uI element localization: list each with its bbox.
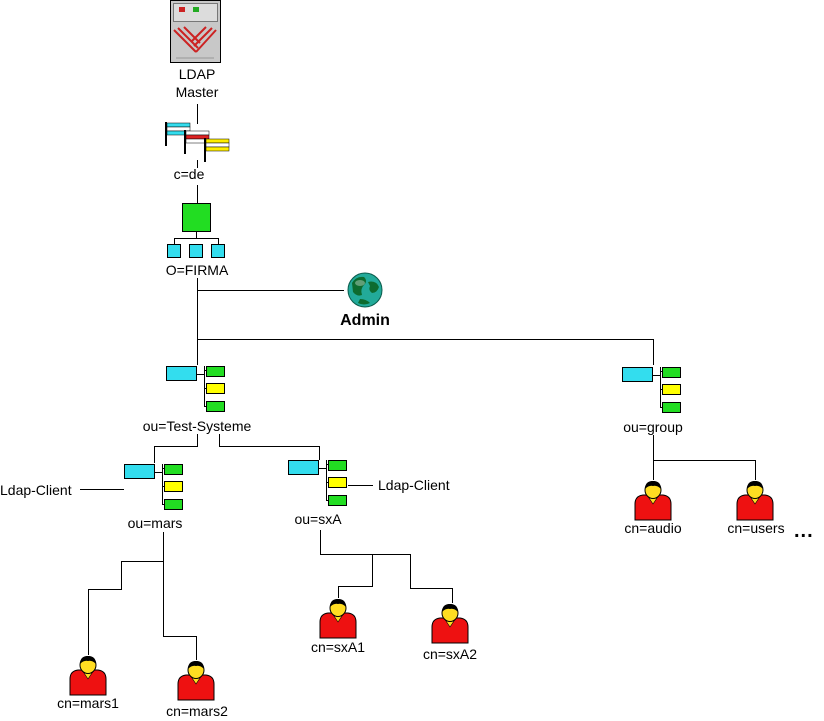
person-icon (431, 603, 469, 644)
ou-icon (622, 366, 681, 413)
ou-test-systeme-label: ou=Test-Systeme (143, 418, 252, 434)
edge-mars-mars2 (163, 561, 197, 660)
server-node[interactable]: LDAP Master (170, 0, 221, 101)
person-icon (634, 480, 672, 521)
ou-mars-node[interactable]: ou=mars (124, 463, 183, 531)
person-icon (177, 660, 215, 701)
ou-test-systeme-node[interactable]: ou=Test-Systeme (143, 365, 252, 434)
organization-label: O=FIRMA (166, 262, 229, 278)
cn-sxa1-node[interactable]: cn=sxA1 (311, 598, 365, 655)
edge-org-group (197, 339, 654, 365)
cn-sxa2-label: cn=sxA2 (423, 646, 477, 662)
server-label-line2: Master (176, 84, 219, 100)
cn-mars2-label: cn=mars2 (166, 703, 228, 719)
cn-mars2-node[interactable]: cn=mars2 (166, 660, 228, 719)
ldap-client-right-label: Ldap-Client (378, 477, 450, 493)
ou-group-label: ou=group (623, 419, 683, 435)
connectors (80, 104, 756, 660)
server-label-line1: LDAP (179, 66, 216, 82)
edge-test-sxa (219, 434, 320, 460)
cn-sxa2-node[interactable]: cn=sxA2 (423, 603, 477, 662)
ou-icon (124, 463, 183, 510)
cn-audio-node[interactable]: cn=audio (624, 480, 682, 536)
person-icon (319, 598, 357, 639)
ou-icon (166, 365, 225, 412)
server-icon (170, 0, 221, 63)
cn-users-label: cn=users (727, 520, 784, 536)
edge-test-mars (154, 434, 198, 463)
organization-node[interactable]: O=FIRMA (166, 203, 229, 279)
ou-group-node[interactable]: ou=group (622, 366, 683, 435)
flags-icon (165, 122, 230, 162)
edge-sxa-sxa1 (338, 554, 373, 598)
edge-sxa-sxa2 (320, 530, 453, 603)
org-chart-icon (167, 203, 225, 258)
country-label: c=de (174, 166, 205, 182)
edge-group-users (653, 435, 756, 480)
cn-users-node[interactable]: cn=users (727, 480, 785, 536)
ou-icon (288, 459, 347, 506)
edge-mars-mars1 (88, 532, 164, 655)
ou-mars-label: ou=mars (128, 515, 183, 531)
more-ellipsis: ... (794, 520, 814, 542)
ldap-client-left-label: Ldap-Client (0, 482, 72, 498)
country-node[interactable]: c=de (165, 122, 230, 182)
cn-sxa1-label: cn=sxA1 (311, 639, 365, 655)
admin-node[interactable]: Admin (340, 272, 390, 329)
person-icon (736, 480, 774, 521)
cn-audio-label: cn=audio (624, 520, 681, 536)
cn-mars1-label: cn=mars1 (57, 695, 119, 711)
person-icon (69, 655, 107, 696)
globe-icon (347, 272, 383, 308)
ou-sxa-label: ou=sxA (294, 511, 342, 527)
ou-sxa-node[interactable]: ou=sxA (288, 459, 347, 527)
admin-label: Admin (340, 312, 390, 329)
cn-mars1-node[interactable]: cn=mars1 (57, 655, 119, 711)
